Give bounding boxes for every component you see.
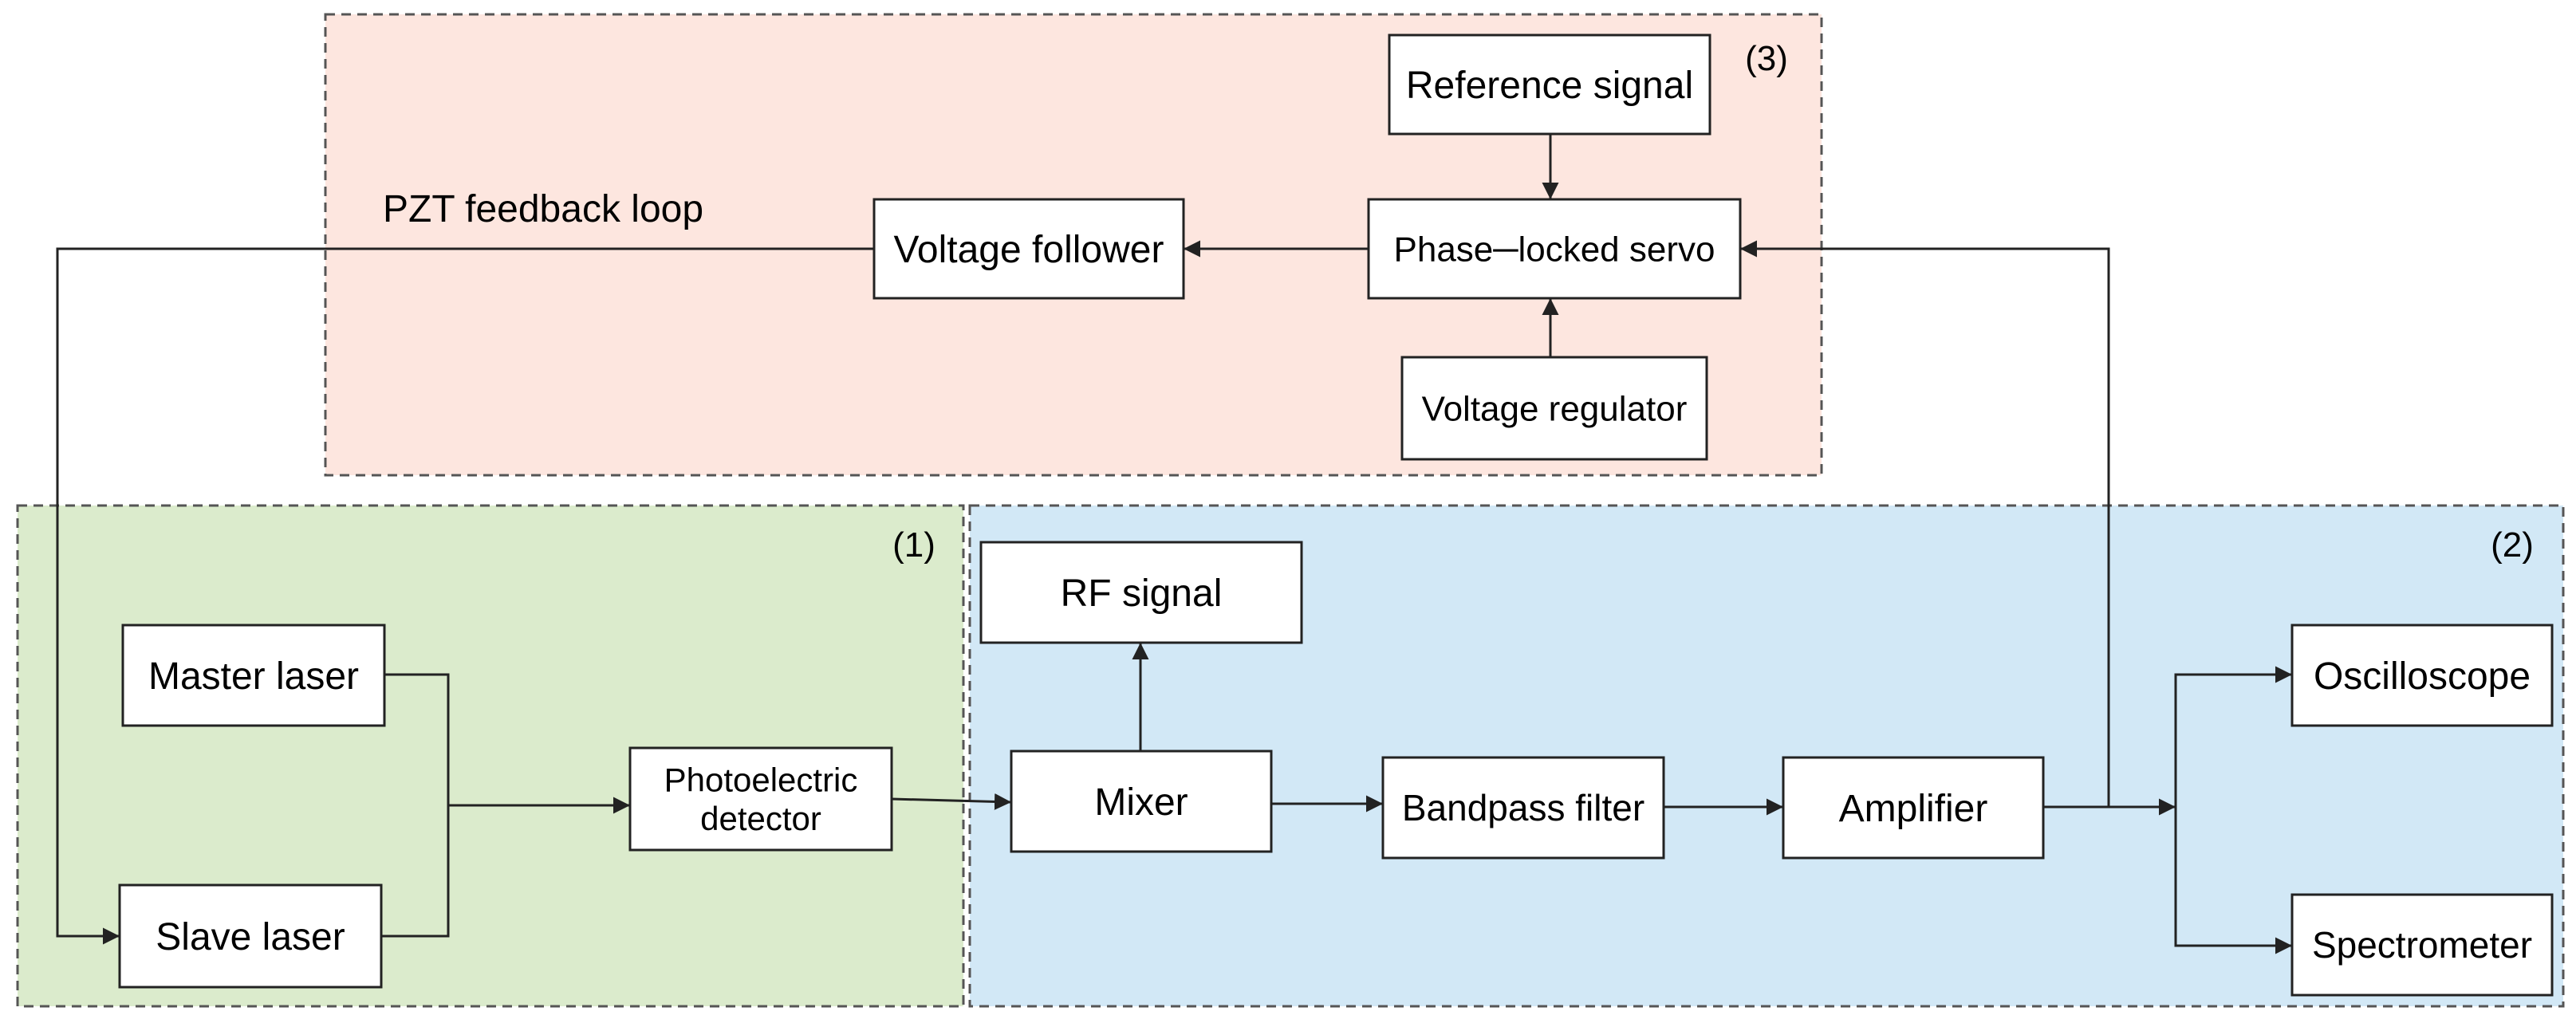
bandpass-filter-block: Bandpass filter xyxy=(1381,756,1665,860)
rf-signal-label: RF signal xyxy=(1061,573,1223,615)
reference-signal-label: Reference signal xyxy=(1406,65,1693,107)
photoelectric-detector-box xyxy=(628,746,893,852)
photoelectric-detector-label-2: detector xyxy=(700,800,821,837)
amplifier-block: Amplifier xyxy=(1782,756,2045,860)
branch-to-spectrometer-arrow xyxy=(2174,807,2292,954)
mixer-block: Mixer xyxy=(1010,750,1273,853)
region-2-label: (2) xyxy=(2491,525,2534,565)
reference-signal-block: Reference signal xyxy=(1388,33,1711,136)
voltage-follower-box xyxy=(872,198,1185,300)
amplifier-to-servo-arrow xyxy=(1740,240,2110,807)
photoelectric-detector-label-1: Photoelectric xyxy=(664,761,858,799)
bandpass-filter-label: Bandpass filter xyxy=(1402,787,1644,828)
spectrometer-label: Spectrometer xyxy=(2312,924,2532,966)
phase-locked-servo-box xyxy=(1367,198,1742,300)
voltage-follower-label: Voltage follower xyxy=(894,229,1164,271)
slave-laser-box xyxy=(118,883,383,989)
slave-laser-block: Slave laser xyxy=(118,883,383,989)
spectrometer-block: Spectrometer xyxy=(2290,893,2554,997)
mixer-label: Mixer xyxy=(1094,781,1188,824)
master-laser-output-line xyxy=(384,673,450,805)
master-laser-box xyxy=(121,624,386,727)
region-3-label: (3) xyxy=(1745,39,1788,78)
voltage-regulator-box xyxy=(1400,356,1708,461)
mixer-box xyxy=(1010,750,1273,853)
bandpass-filter-box xyxy=(1381,756,1665,860)
oscilloscope-block: Oscilloscope xyxy=(2290,624,2554,727)
amplifier-label: Amplifier xyxy=(1839,788,1988,830)
master-laser-block: Master laser xyxy=(121,624,386,727)
branch-to-oscilloscope-arrow xyxy=(2174,666,2292,807)
voltage-regulator-block: Voltage regulator xyxy=(1400,356,1708,461)
slave-laser-label: Slave laser xyxy=(156,916,345,958)
rf-signal-block: RF signal xyxy=(979,541,1303,644)
pzt-feedback-line xyxy=(56,247,874,945)
reference-signal-box xyxy=(1388,33,1711,136)
pzt-feedback-loop-label: PZT feedback loop xyxy=(383,188,703,230)
voltage-regulator-label: Voltage regulator xyxy=(1422,389,1688,428)
voltage-follower-block: Voltage follower xyxy=(872,198,1185,300)
spectrometer-box xyxy=(2290,893,2554,997)
oscilloscope-box xyxy=(2290,624,2554,727)
phase-locked-servo-block: Phase─locked servo xyxy=(1367,198,1742,300)
phase-locked-servo-label: Phase─locked servo xyxy=(1394,230,1715,269)
slave-laser-output-line xyxy=(381,805,450,938)
master-laser-label: Master laser xyxy=(148,655,359,698)
oscilloscope-label: Oscilloscope xyxy=(2314,655,2531,698)
detector-to-mixer-arrow xyxy=(891,793,1012,810)
rf-signal-box xyxy=(979,541,1303,644)
amplifier-box xyxy=(1782,756,2045,860)
region-1-label: (1) xyxy=(892,525,935,565)
